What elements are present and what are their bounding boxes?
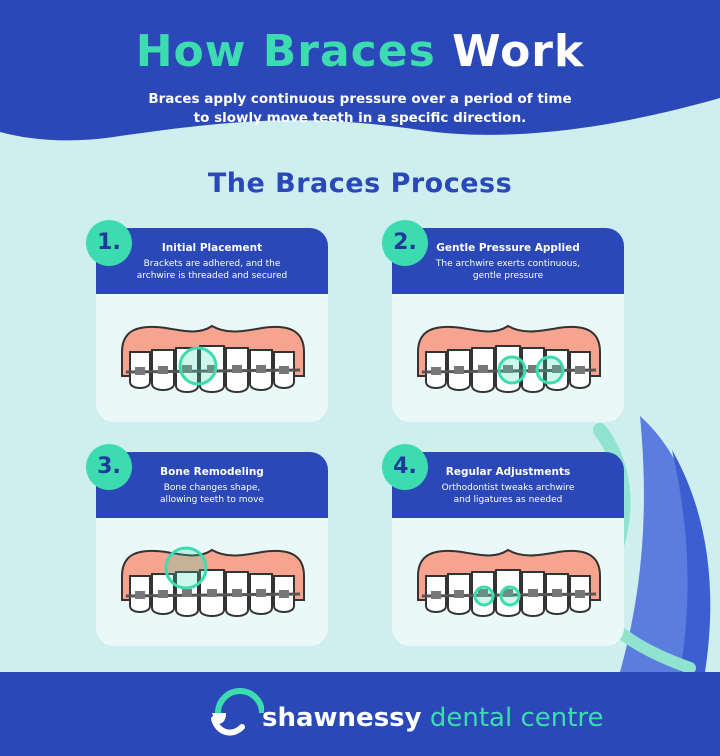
step-description: The archwire exerts continuous, gentle p… xyxy=(404,258,612,282)
brackets xyxy=(135,589,289,599)
footer-bar xyxy=(0,672,720,756)
teeth-illustration xyxy=(121,324,305,393)
subtitle-line: Braces apply continuous pressure over a … xyxy=(148,91,572,107)
step-number-badge: 4. xyxy=(382,444,428,490)
logo-icon xyxy=(211,688,264,736)
step-card-4: Regular Adjustments Orthodontist tweaks … xyxy=(392,452,624,646)
step-card-header xyxy=(96,228,328,294)
step-card-header xyxy=(96,452,328,518)
step-card-3: Bone Remodeling Bone changes shape, allo… xyxy=(96,452,328,646)
brand-word-2: dental centre xyxy=(429,703,604,733)
brackets xyxy=(431,589,585,599)
step-title: Gentle Pressure Applied xyxy=(436,242,580,254)
brackets xyxy=(135,365,289,375)
highlight-circle xyxy=(499,585,521,607)
step-card-1: Initial Placement Brackets are adhered, … xyxy=(96,228,328,422)
step-desc-line: The archwire exerts continuous, xyxy=(435,259,581,269)
page-title: How Braces Work xyxy=(0,26,720,77)
teeth-illustration xyxy=(417,548,601,617)
step-desc-line: Brackets are adhered, and the xyxy=(143,259,281,269)
step-number-badge: 1. xyxy=(86,220,132,266)
section-title: The Braces Process xyxy=(207,168,513,199)
page-subtitle: Braces apply continuous pressure over a … xyxy=(110,90,610,128)
highlight-circle xyxy=(178,346,218,386)
highlight-circle xyxy=(535,355,565,385)
highlight-circle xyxy=(497,355,527,385)
teeth-illustration xyxy=(417,324,601,393)
step-card-header xyxy=(392,228,624,294)
step-number-badge: 2. xyxy=(382,220,428,266)
seaweed-shape-dark xyxy=(672,450,711,672)
step-description: Orthodontist tweaks archwire and ligatur… xyxy=(404,482,612,506)
step-title: Initial Placement xyxy=(161,242,263,254)
step-desc-line: gentle pressure xyxy=(472,271,544,281)
header-wave xyxy=(0,0,720,141)
highlight-circle xyxy=(164,546,208,590)
brackets xyxy=(431,365,585,375)
title-white: Work xyxy=(452,26,585,77)
step-desc-line: and ligatures as needed xyxy=(453,495,563,505)
step-card-2: Gentle Pressure Applied The archwire exe… xyxy=(392,228,624,422)
step-number-badge: 3. xyxy=(86,444,132,490)
step-desc-line: archwire is threaded and secured xyxy=(136,271,288,281)
brand-name: shawnessy dental centre xyxy=(262,703,604,733)
highlight-circle xyxy=(473,585,495,607)
step-title: Regular Adjustments xyxy=(445,466,571,478)
subtitle-line: to slowly move teeth in a specific direc… xyxy=(193,110,527,126)
step-desc-line: Orthodontist tweaks archwire xyxy=(441,483,575,493)
teeth-illustration xyxy=(121,546,305,617)
brand-word-1: shawnessy xyxy=(262,703,422,733)
step-card-header xyxy=(392,452,624,518)
step-desc-line: allowing teeth to move xyxy=(160,495,264,505)
step-description: Bone changes shape, allowing teeth to mo… xyxy=(108,482,316,506)
title-accent: How Braces xyxy=(135,26,436,77)
step-desc-line: Bone changes shape, xyxy=(163,483,261,493)
step-description: Brackets are adhered, and the archwire i… xyxy=(108,258,316,282)
step-title: Bone Remodeling xyxy=(160,466,264,478)
